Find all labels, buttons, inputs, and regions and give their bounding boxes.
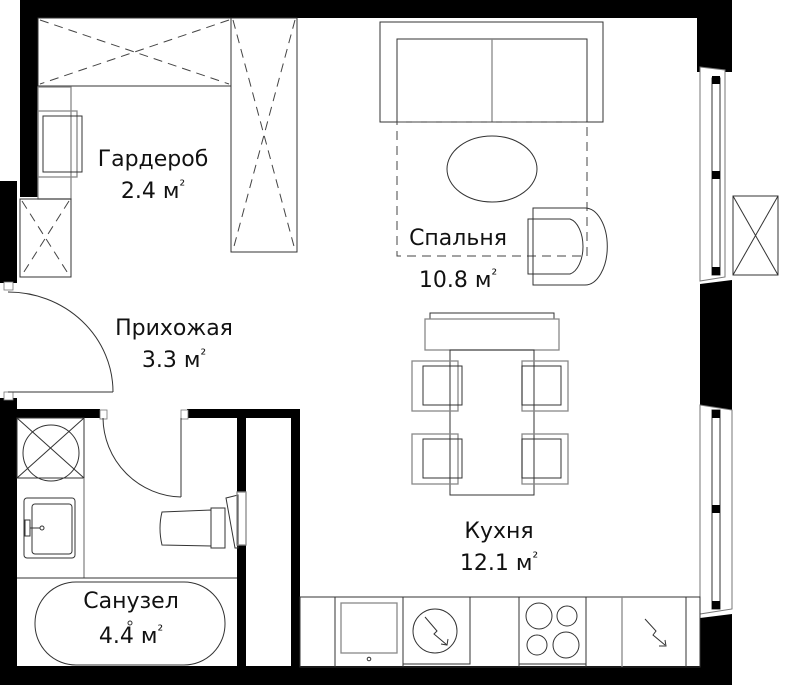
washing-machine <box>16 417 85 482</box>
coffee-table <box>446 135 538 203</box>
room-area: 10.8 м² <box>418 267 498 293</box>
room-label-kitchen: Кухня 12.1 м² <box>460 518 538 577</box>
room-label-bathroom: Санузел 4.4 м² <box>83 588 179 650</box>
room-area: 4.4 м² <box>98 623 164 649</box>
room-label-bedroom: Спальня 10.8 м² <box>409 225 507 294</box>
bathroom-door <box>102 417 182 498</box>
toilet <box>159 491 247 549</box>
window-upper <box>699 66 726 282</box>
room-area: 12.1 м² <box>459 550 539 576</box>
armchair <box>527 207 608 286</box>
window-lower <box>699 404 733 615</box>
entrance-door <box>7 291 114 393</box>
room-name: Спальня <box>409 226 507 251</box>
bathtub <box>34 581 226 666</box>
balcony-unit <box>732 195 779 276</box>
room-area: 3.3 м² <box>141 347 207 373</box>
room-name: Кухня <box>464 519 534 544</box>
sofa <box>379 21 604 123</box>
kitchen-sink <box>340 602 398 662</box>
room-area: 2.4 м² <box>120 178 186 204</box>
dining-table <box>424 312 560 496</box>
dishwasher <box>402 596 471 665</box>
room-name: Прихожая <box>115 316 233 341</box>
cooktop <box>518 596 587 665</box>
kitchen-counter <box>299 596 701 668</box>
door-jambs <box>3 281 189 420</box>
room-label-hallway: Прихожая 3.3 м² <box>115 315 233 374</box>
room-label-wardrobe: Гардероб 2.4 м² <box>98 146 209 205</box>
sink <box>23 497 76 559</box>
bed-outline <box>396 121 588 257</box>
exterior-walls <box>0 0 732 685</box>
room-name: Санузел <box>83 589 179 614</box>
wardrobe-shelving <box>19 17 298 278</box>
bathtub-drain <box>127 620 133 626</box>
room-name: Гардероб <box>97 147 209 172</box>
dining-chairs <box>411 360 569 485</box>
oven <box>644 618 667 647</box>
